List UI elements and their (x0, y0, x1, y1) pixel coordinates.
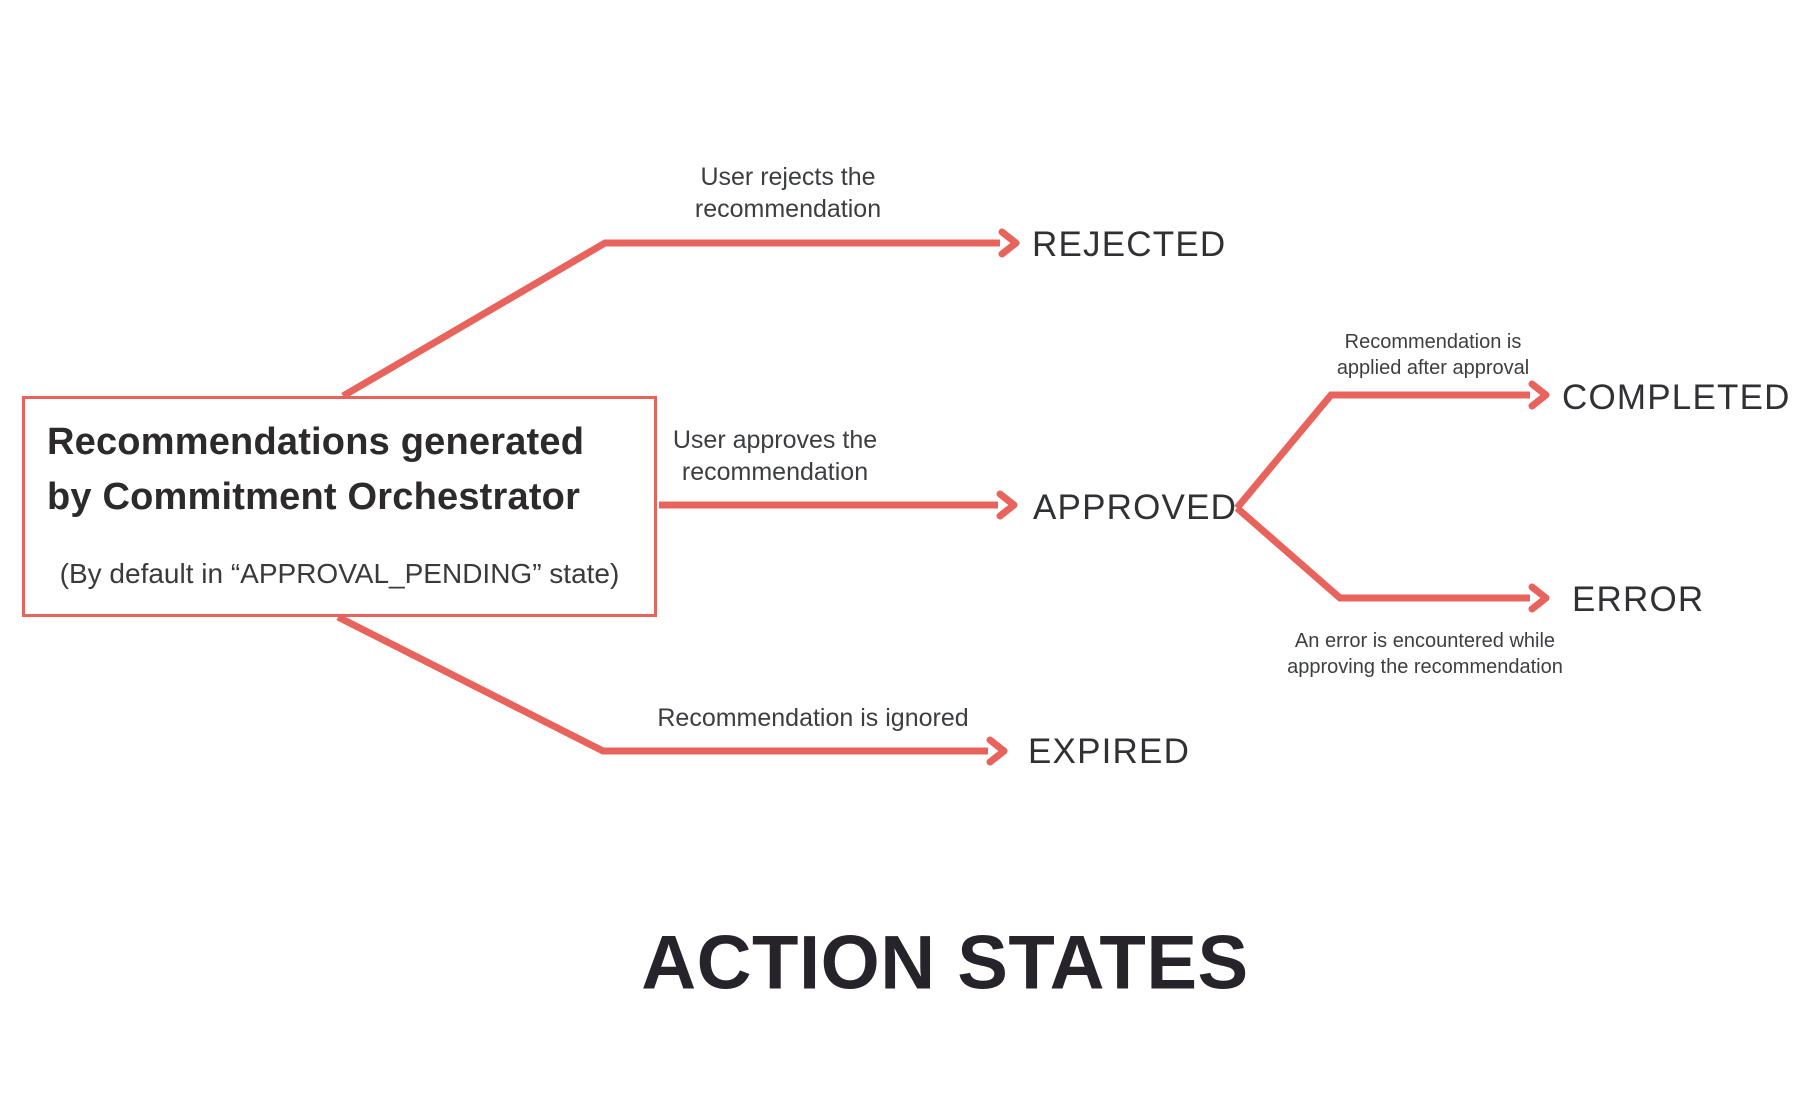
arrow-to-expired (336, 613, 1008, 766)
source-box: Recommendations generated by Commitment … (22, 396, 657, 617)
node-approved: APPROVED (1033, 488, 1238, 527)
arrow-to-completed (1234, 380, 1550, 511)
edge-label-ignored: Recommendation is ignored (657, 704, 969, 732)
source-box-subtitle: (By default in “APPROVAL_PENDING” state) (59, 558, 620, 589)
arrow-to-error (1234, 505, 1550, 613)
node-expired: EXPIRED (1028, 732, 1191, 771)
edge-label-user-rejects: User rejects the recommendation (694, 163, 882, 223)
edge-label-user-approves: User approves the recommendation (672, 426, 878, 486)
source-box-title: Recommendations generated by Commitment … (47, 415, 642, 525)
node-completed: COMPLETED (1562, 378, 1791, 417)
node-error: ERROR (1572, 580, 1705, 619)
edge-label-error: An error is encountered while approving … (1287, 630, 1563, 678)
edge-label-applied: Recommendation is applied after approval (1336, 331, 1530, 379)
page-title: ACTION STATES (641, 920, 1249, 1006)
arrow-to-rejected (341, 228, 1020, 400)
source-box-title-line1: Recommendations generated (47, 421, 585, 463)
source-box-title-line2: by Commitment Orchestrator (47, 476, 581, 518)
node-rejected: REJECTED (1032, 225, 1227, 264)
